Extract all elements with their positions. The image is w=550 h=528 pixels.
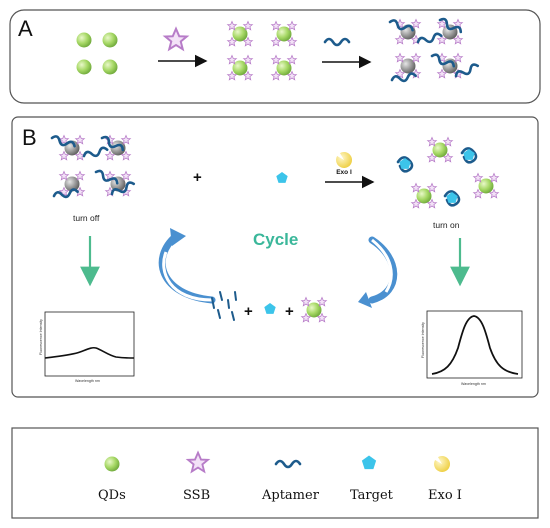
cycle-arrow-right: [358, 236, 398, 308]
qd-icon: [76, 32, 92, 48]
panel-b-frame: [11, 116, 539, 398]
exo-icon: [434, 455, 451, 472]
spectrum-plot-right: Fluorescence Intensity Wavelength nm: [421, 310, 523, 386]
legend-frame: [11, 427, 539, 519]
plot-right-xlabel: Wavelength nm: [461, 382, 486, 386]
legend-label-aptamer: Aptamer: [261, 488, 320, 503]
plus-sign: +: [193, 169, 202, 186]
legend-item-ssb: SSB: [183, 451, 210, 503]
qd-icon: [102, 32, 118, 48]
legend-item-exo: Exo I: [428, 455, 462, 503]
plus-sign: +: [285, 303, 294, 320]
spectrum-plot-left: Fluorescence Intensity Wavelength nm: [39, 311, 135, 383]
exo-icon: [336, 151, 353, 168]
legend-label-exo: Exo I: [428, 488, 462, 503]
qd-icon: [104, 456, 120, 472]
qd-icon: [102, 59, 118, 75]
plot-right-ylabel: Fluorescence Intensity: [421, 322, 425, 358]
plot-left-ylabel: Fluorescence Intensity: [39, 319, 43, 355]
exo-badge-label: Exo I: [336, 169, 352, 176]
panel-b-label: B: [22, 125, 37, 150]
plot-frame: [426, 310, 523, 379]
aptamer-fragments: [211, 291, 237, 321]
turn-off-label: turn off: [73, 213, 100, 223]
aptamer-target-complex: [396, 147, 478, 207]
spectrum-curve: [431, 315, 519, 375]
panel-a-label: A: [18, 16, 33, 41]
plot-left-xlabel: Wavelength nm: [75, 379, 100, 383]
legend-label-ssb: SSB: [183, 488, 210, 503]
legend-item-qds: QDs: [98, 456, 126, 503]
qd-group-bare: [76, 32, 118, 75]
legend-item-aptamer: Aptamer: [261, 459, 320, 503]
turn-on-label: turn on: [433, 220, 460, 230]
plot-frame: [44, 311, 135, 377]
legend-label-target: Target: [350, 488, 394, 503]
cycle-label: Cycle: [253, 230, 298, 249]
qd-icon: [76, 59, 92, 75]
cycle-arrow-left: [158, 228, 216, 304]
legend-label-qds: QDs: [98, 488, 126, 503]
legend-item-target: Target: [350, 455, 394, 503]
plus-sign: +: [244, 303, 253, 320]
spectrum-curve: [44, 346, 135, 359]
